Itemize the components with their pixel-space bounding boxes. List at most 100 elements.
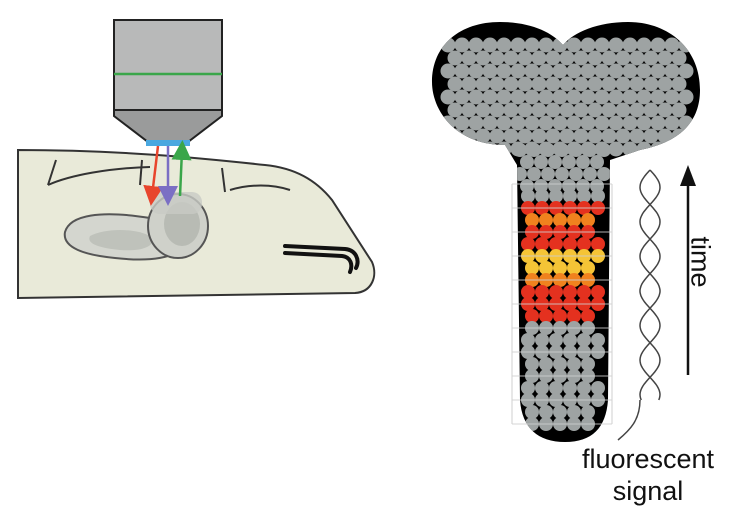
cell (447, 128, 463, 144)
cell (615, 128, 631, 144)
cell (587, 50, 603, 66)
cell (538, 37, 554, 53)
cell (643, 128, 659, 144)
cell (622, 141, 638, 157)
cell (563, 285, 577, 299)
cell (664, 115, 680, 131)
cell (559, 128, 575, 144)
cell (657, 128, 673, 144)
cell (636, 37, 652, 53)
cell (671, 128, 687, 144)
cell (503, 102, 519, 118)
cell (629, 50, 645, 66)
cell (454, 63, 470, 79)
cell (454, 141, 470, 157)
cell (447, 76, 463, 92)
cell (524, 63, 540, 79)
cell (608, 37, 624, 53)
cell (545, 102, 561, 118)
cell (482, 89, 498, 105)
cell (650, 63, 666, 79)
cell (552, 89, 568, 105)
cell (581, 357, 595, 371)
cell (534, 155, 548, 169)
segment-grid (511, 183, 613, 425)
time-arrow-icon (680, 165, 696, 375)
cell (503, 128, 519, 144)
cell (510, 115, 526, 131)
cell (482, 63, 498, 79)
cell (468, 37, 484, 53)
cell (650, 115, 666, 131)
cell (545, 128, 561, 144)
cell (567, 309, 581, 323)
cell (552, 63, 568, 79)
cell (664, 37, 680, 53)
cell (461, 102, 477, 118)
cell (549, 237, 563, 251)
embryo-panel (432, 22, 700, 442)
cell (553, 309, 567, 323)
cell (601, 102, 617, 118)
cell (615, 76, 631, 92)
cell (531, 50, 547, 66)
cell (496, 37, 512, 53)
cell (566, 115, 582, 131)
cell (517, 128, 533, 144)
cell (552, 115, 568, 131)
cell (503, 76, 519, 92)
cell (468, 141, 484, 157)
fluorescent-label: fluorescent (581, 444, 715, 474)
cell (535, 237, 549, 251)
cell (563, 237, 577, 251)
tweezers-icon (283, 244, 360, 274)
cell (622, 37, 638, 53)
cell (440, 63, 456, 79)
cell (636, 89, 652, 105)
cell (440, 115, 456, 131)
cell (535, 189, 549, 203)
cell (566, 63, 582, 79)
cell (643, 76, 659, 92)
cell (513, 167, 527, 181)
cell (525, 213, 539, 227)
cell (524, 115, 540, 131)
cell (563, 333, 577, 347)
cell (597, 167, 611, 181)
cell (580, 115, 596, 131)
cell (517, 102, 533, 118)
cell (517, 50, 533, 66)
cell (563, 381, 577, 395)
cell (601, 50, 617, 66)
cell (580, 37, 596, 53)
cell (440, 89, 456, 105)
tissue-crease-3 (221, 167, 226, 193)
cell (678, 89, 694, 105)
cell (539, 261, 553, 275)
cell (525, 261, 539, 275)
cell (489, 50, 505, 66)
cell (615, 50, 631, 66)
cell (629, 102, 645, 118)
cell (581, 309, 595, 323)
cell (503, 50, 519, 66)
tissue-panel (17, 19, 376, 300)
cell (496, 89, 512, 105)
cell (521, 237, 535, 251)
cell (454, 115, 470, 131)
cell (573, 128, 589, 144)
cell (583, 167, 597, 181)
cell (475, 102, 491, 118)
cell (539, 213, 553, 227)
cell (538, 115, 554, 131)
cell (567, 261, 581, 275)
cell (468, 63, 484, 79)
cell (510, 63, 526, 79)
tissue-fold-2 (229, 184, 291, 191)
cell (539, 405, 553, 419)
cell (555, 167, 569, 181)
cell (527, 143, 541, 157)
cell (581, 261, 595, 275)
